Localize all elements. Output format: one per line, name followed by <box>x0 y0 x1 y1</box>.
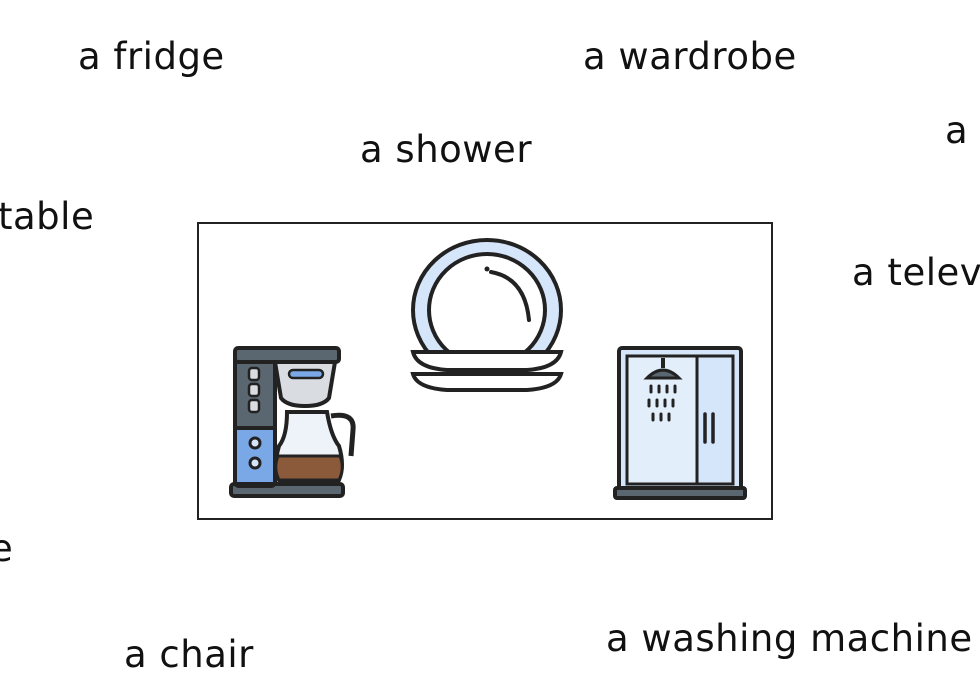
word-television[interactable]: a televi <box>852 251 980 294</box>
word-washing-machine[interactable]: a washing machine <box>606 617 973 660</box>
word-chair[interactable]: a chair <box>124 633 254 676</box>
word-fridge[interactable]: a fridge <box>78 35 225 78</box>
word-shower[interactable]: a shower <box>360 128 533 171</box>
word-partial-a[interactable]: a <box>945 109 969 152</box>
word-wardrobe[interactable]: a wardrobe <box>583 35 797 78</box>
word-table[interactable]: table <box>0 195 95 238</box>
shower-cabin-icon <box>613 346 747 500</box>
picture-box[interactable] <box>197 222 773 520</box>
word-partial-e[interactable]: e <box>0 527 14 570</box>
coffee-maker-icon <box>229 346 356 498</box>
plates-icon <box>410 238 564 392</box>
